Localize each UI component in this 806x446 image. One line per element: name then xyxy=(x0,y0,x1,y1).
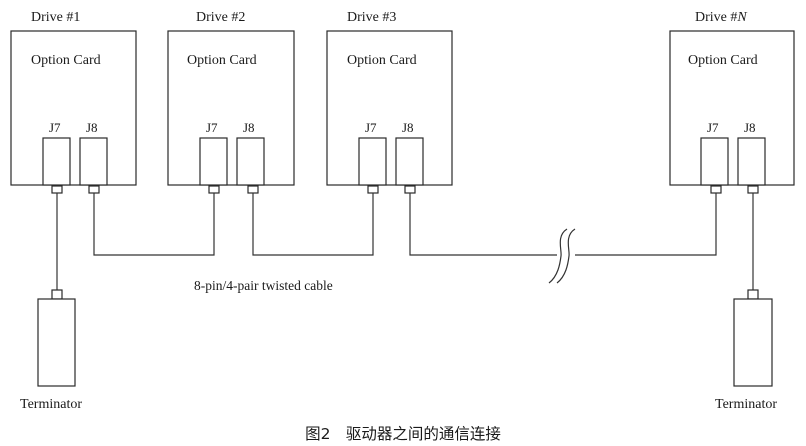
terminator-1-label: Terminator xyxy=(20,397,82,412)
terminator-n-plug xyxy=(747,289,759,300)
drive-1-j8-port xyxy=(79,137,108,186)
terminator-1: Terminator xyxy=(20,193,82,412)
drive-2-box xyxy=(167,30,295,186)
drive-1-title: Drive #1 xyxy=(31,10,80,25)
terminator-1-plug xyxy=(51,289,63,300)
drive-2-j7-plug xyxy=(208,185,220,194)
drive-2-j8-label: J8 xyxy=(243,120,255,135)
terminator-n-label: Terminator xyxy=(715,397,777,412)
cable-drive1-j8-to-drive2-j7 xyxy=(93,193,215,256)
drive-3-title: Drive #3 xyxy=(347,10,396,25)
drive-1-j7-label: J7 xyxy=(49,120,61,135)
drive-1-option-card-label: Option Card xyxy=(31,53,101,68)
drive-3-j8-port xyxy=(395,137,424,186)
drive-2-j8-port xyxy=(236,137,265,186)
drive-3: Drive #3 Option Card J7 J8 xyxy=(326,10,453,194)
drive-3-j7-port xyxy=(358,137,387,186)
drive-1-j7-port xyxy=(42,137,71,186)
cable-label: 8-pin/4-pair twisted cable xyxy=(194,278,333,293)
terminator-n: Terminator xyxy=(715,193,777,412)
break-curve-left xyxy=(548,228,568,284)
drive-3-j8-plug xyxy=(404,185,416,194)
drive-n-box xyxy=(669,30,795,186)
drive-3-j7-label: J7 xyxy=(365,120,377,135)
drive-n-j8-port xyxy=(737,137,766,186)
figure-caption: 图2 驱动器之间的通信连接 xyxy=(305,425,501,443)
drive-2-title: Drive #2 xyxy=(196,10,245,25)
drive-n-title: Drive #N xyxy=(695,10,747,25)
drive-3-option-card-label: Option Card xyxy=(347,53,417,68)
cable-drive2-j8-to-drive3-j7 xyxy=(252,193,374,256)
cable-drive3-j8-segment xyxy=(409,193,557,256)
drive-2: Drive #2 Option Card J7 J8 xyxy=(167,10,295,194)
drive-n-j7-port xyxy=(700,137,729,186)
drive-3-box xyxy=(326,30,453,186)
drive-2-option-card-label: Option Card xyxy=(187,53,257,68)
drive-3-j8-label: J8 xyxy=(402,120,414,135)
drive-1-j7-plug xyxy=(51,185,63,194)
cable-to-driven-j7-segment xyxy=(575,193,717,256)
drive-n: Drive #N Option Card J7 J8 xyxy=(669,10,795,194)
drive-2-j8-plug xyxy=(247,185,259,194)
drive-1-j8-plug xyxy=(88,185,100,194)
break-curve-right xyxy=(556,228,576,284)
drive-2-j7-port xyxy=(199,137,228,186)
drive-1-j8-label: J8 xyxy=(86,120,98,135)
drive-1: Drive #1 Option Card J7 J8 xyxy=(10,10,137,194)
drive-n-j8-label: J8 xyxy=(744,120,756,135)
terminator-n-body xyxy=(733,298,773,387)
drive-1-box xyxy=(10,30,137,186)
drive-2-j7-label: J7 xyxy=(206,120,218,135)
drive-n-option-card-label: Option Card xyxy=(688,53,758,68)
drive-n-j7-plug xyxy=(710,185,722,194)
drive-3-j7-plug xyxy=(367,185,379,194)
terminator-1-body xyxy=(37,298,76,387)
cable-break-symbol xyxy=(548,228,576,284)
drive-n-j8-plug xyxy=(747,185,759,194)
drive-n-j7-label: J7 xyxy=(707,120,719,135)
